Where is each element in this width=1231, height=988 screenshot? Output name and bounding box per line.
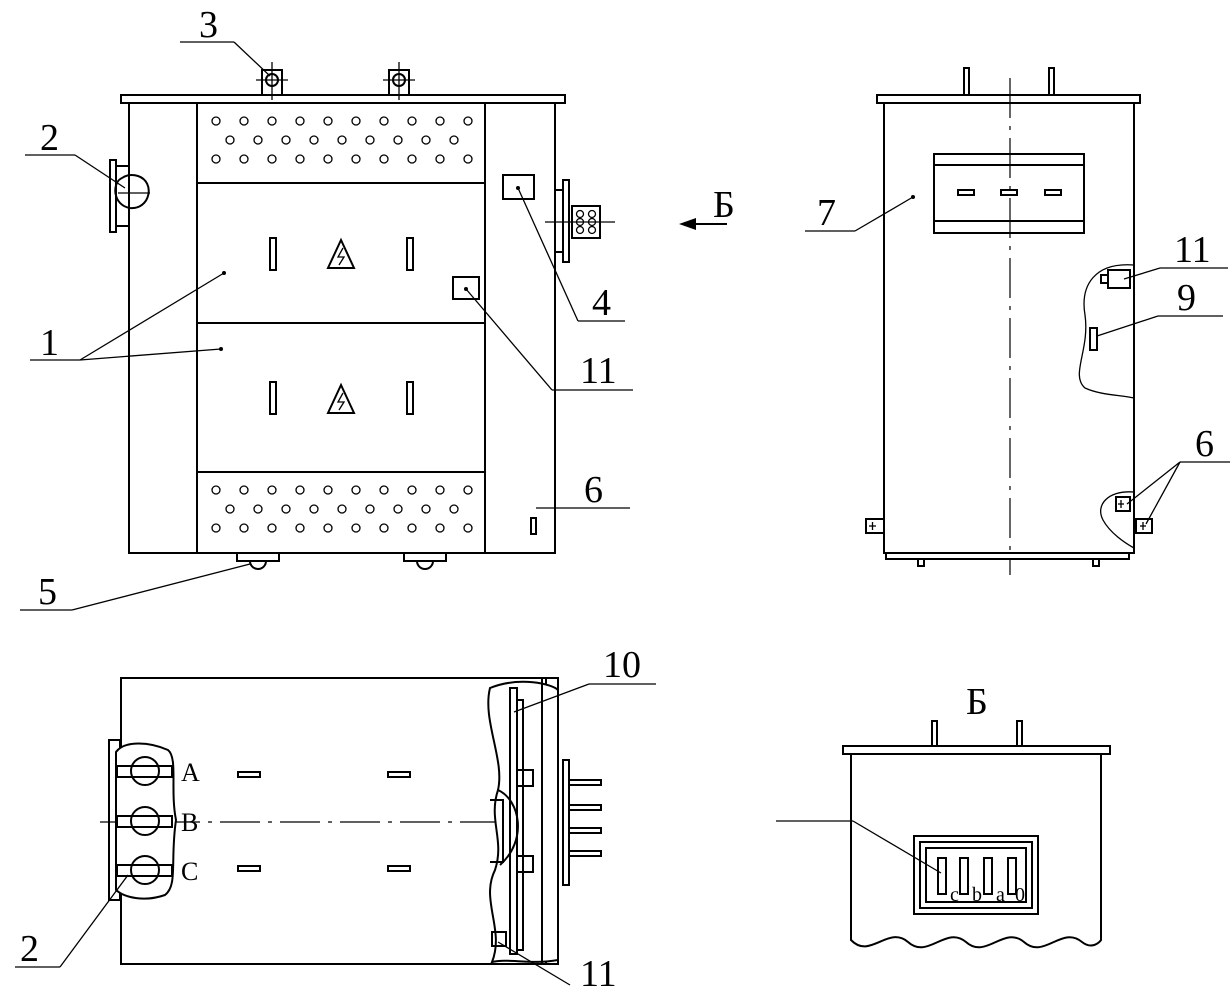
ventilation-hole: [463, 485, 473, 495]
ventilation-hole: [211, 116, 221, 126]
ventilation-hole: [449, 504, 459, 514]
ventilation-hole: [407, 154, 417, 164]
ventilation-hole: [379, 485, 389, 495]
view-b: [776, 720, 1111, 949]
ventilation-hole: [281, 135, 291, 145]
phase-label-b: B: [181, 808, 198, 837]
ventilation-hole: [435, 485, 445, 495]
front-view: [20, 41, 727, 611]
ventilation-hole: [239, 523, 249, 533]
terminal-a: a: [996, 884, 1005, 906]
ventilation-hole: [435, 523, 445, 533]
callout-11-side: 11: [1174, 229, 1211, 271]
ventilation-hole: [449, 135, 459, 145]
arrow-label: Б: [713, 184, 735, 226]
ventilation-hole: [295, 485, 305, 495]
ventilation-hole: [323, 485, 333, 495]
ventilation-hole: [379, 523, 389, 533]
callout-6-side: 6: [1195, 423, 1214, 465]
ventilation-hole: [435, 116, 445, 126]
ventilation-hole: [463, 116, 473, 126]
callout-6: 6: [584, 469, 603, 511]
phase-label-a: A: [181, 758, 200, 787]
ventilation-hole: [239, 154, 249, 164]
ventilation-hole: [323, 154, 333, 164]
ventilation-hole: [211, 485, 221, 495]
terminal-0: 0: [1015, 884, 1025, 906]
ventilation-hole: [323, 523, 333, 533]
labels: 3 2 1 4 11 6 5 Б 7 11 9 6 10 2 11 A B C …: [20, 4, 1214, 988]
ventilation-hole: [295, 154, 305, 164]
ventilation-hole: [379, 116, 389, 126]
callout-7: 7: [817, 192, 836, 234]
ventilation-hole: [225, 504, 235, 514]
ventilation-hole: [253, 135, 263, 145]
ventilation-holes-top: [211, 116, 473, 164]
ventilation-hole: [421, 504, 431, 514]
ventilation-hole: [351, 116, 361, 126]
hazard-icon: [326, 237, 356, 269]
ventilation-hole: [211, 523, 221, 533]
ventilation-hole: [463, 154, 473, 164]
callout-11-top: 11: [580, 953, 617, 988]
ventilation-hole: [393, 135, 403, 145]
ventilation-hole: [351, 523, 361, 533]
callout-11: 11: [580, 350, 617, 392]
hazard-icon: [326, 382, 356, 414]
ventilation-hole: [351, 154, 361, 164]
ventilation-hole: [295, 523, 305, 533]
callout-2-top: 2: [20, 928, 39, 970]
callout-4: 4: [592, 282, 611, 324]
ventilation-hole: [421, 135, 431, 145]
ventilation-hole: [239, 485, 249, 495]
ventilation-hole: [337, 135, 347, 145]
ventilation-hole: [267, 485, 277, 495]
phase-label-c: C: [181, 857, 198, 886]
ventilation-hole: [267, 523, 277, 533]
ventilation-hole: [281, 504, 291, 514]
ventilation-hole: [337, 504, 347, 514]
ventilation-hole: [309, 135, 319, 145]
ventilation-hole: [393, 504, 403, 514]
ventilation-hole: [295, 116, 305, 126]
terminal-b: b: [972, 884, 982, 906]
ventilation-hole: [323, 116, 333, 126]
callout-5: 5: [38, 571, 57, 613]
callout-1: 1: [40, 322, 59, 364]
callout-10: 10: [603, 644, 641, 686]
ventilation-hole: [225, 135, 235, 145]
view-label: Б: [966, 681, 988, 723]
ventilation-holes-bottom: [211, 485, 473, 533]
ventilation-hole: [365, 504, 375, 514]
ventilation-hole: [351, 485, 361, 495]
ventilation-hole: [407, 116, 417, 126]
side-view: [805, 67, 1230, 575]
ventilation-hole: [379, 154, 389, 164]
ventilation-hole: [253, 504, 263, 514]
ventilation-hole: [267, 116, 277, 126]
ventilation-hole: [309, 504, 319, 514]
terminal-c: c: [950, 884, 959, 906]
callout-9: 9: [1177, 277, 1196, 319]
ventilation-hole: [407, 523, 417, 533]
callout-3: 3: [199, 4, 218, 46]
ventilation-hole: [407, 485, 417, 495]
ventilation-hole: [239, 116, 249, 126]
ventilation-hole: [435, 154, 445, 164]
callout-2: 2: [40, 117, 59, 159]
ventilation-hole: [211, 154, 221, 164]
ventilation-hole: [463, 523, 473, 533]
ventilation-hole: [267, 154, 277, 164]
top-view: [15, 677, 656, 986]
ventilation-hole: [365, 135, 375, 145]
